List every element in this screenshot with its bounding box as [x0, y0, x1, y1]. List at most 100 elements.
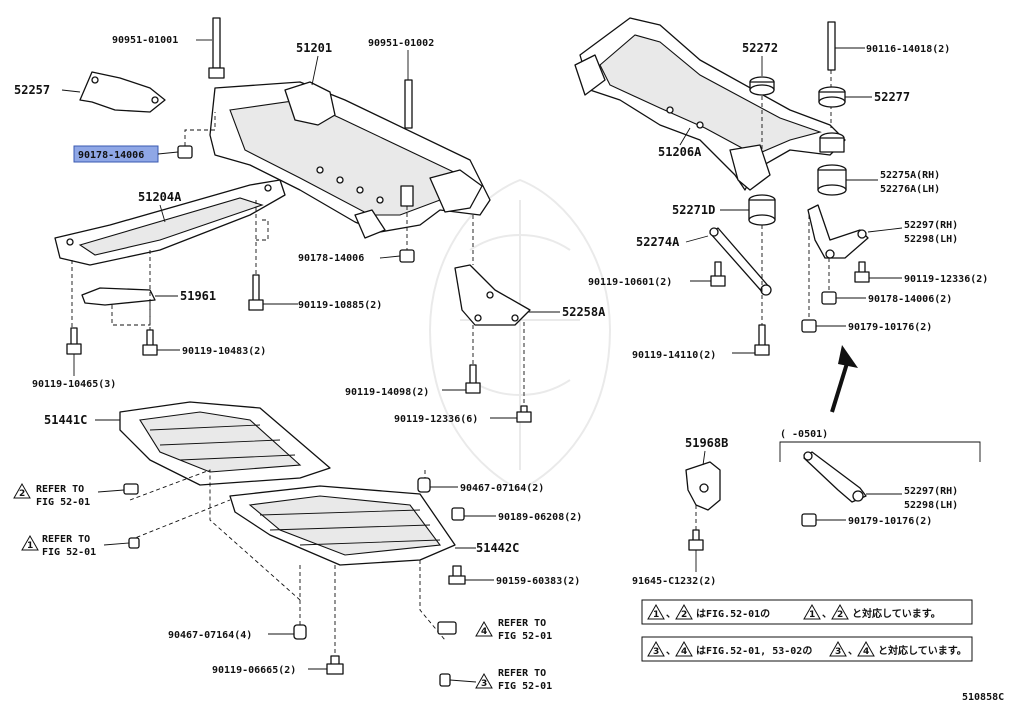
- bolt-90119-10483[interactable]: [142, 329, 158, 356]
- svg-text:REFER TO: REFER TO: [498, 618, 546, 629]
- rear-member-51206A[interactable]: [574, 17, 846, 191]
- clip-90467-07164-4[interactable]: [293, 624, 307, 640]
- bolt-90119-14098[interactable]: [465, 364, 481, 394]
- stud-90951-01001[interactable]: [208, 17, 225, 79]
- arm-52274A[interactable]: [709, 227, 772, 296]
- nut-90178-14006-left[interactable]: [177, 145, 193, 159]
- bolt-90119-06665[interactable]: [326, 655, 344, 675]
- svg-text:はFIG.52-01, 53-02の: はFIG.52-01, 53-02の: [696, 645, 812, 657]
- bushing-52272[interactable]: [749, 76, 775, 96]
- nut-90178-14006-center[interactable]: [399, 185, 415, 263]
- stud-90116-14018[interactable]: [827, 21, 836, 71]
- clip-90467-07164-2[interactable]: [417, 477, 431, 493]
- arm-52297-bottom[interactable]: [803, 451, 867, 503]
- label-90179-10176-bottom: 90179-10176(2): [848, 516, 932, 527]
- label-52298-top: 52298(LH): [904, 234, 958, 245]
- clip-refer-2[interactable]: [123, 483, 139, 495]
- svg-text:4: 4: [481, 627, 487, 637]
- undercover-51442C[interactable]: [229, 485, 456, 566]
- svg-text:2: 2: [837, 610, 843, 620]
- bushing-52275A[interactable]: [817, 132, 847, 196]
- svg-text:FIG 52-01: FIG 52-01: [498, 631, 552, 642]
- label-90116-14018: 90116-14018(2): [866, 44, 950, 55]
- label-90178-14006-2: 90178-14006(2): [868, 294, 952, 305]
- svg-text:と対応しています。: と対応しています。: [852, 607, 941, 620]
- diagram-code: 510858C: [962, 692, 1004, 703]
- label-52272: 52272: [742, 41, 778, 55]
- screw-90159-60383[interactable]: [448, 565, 466, 585]
- plate-51961[interactable]: [81, 287, 156, 306]
- label-90119-10601: 90119-10601(2): [588, 277, 672, 288]
- nut-90178-14006-2[interactable]: [821, 291, 837, 305]
- bolt-90119-14110[interactable]: [754, 324, 770, 356]
- label-51201: 51201: [296, 41, 332, 55]
- refer-3[interactable]: 3 REFER TO FIG 52-01: [475, 668, 552, 692]
- svg-text:、: 、: [848, 646, 858, 657]
- label-52297-bottom: 52297(RH): [904, 486, 958, 497]
- label-90119-12336-2: 90119-12336(2): [904, 274, 988, 285]
- bolt-90119-10885[interactable]: [248, 274, 264, 311]
- label-90119-12336-6: 90119-12336(6): [394, 414, 478, 425]
- label-52297-top: 52297(RH): [904, 220, 958, 231]
- label-52257: 52257: [14, 83, 50, 97]
- label-51442C: 51442C: [476, 541, 519, 555]
- svg-text:3: 3: [835, 647, 841, 657]
- undercover-51441C[interactable]: [119, 401, 331, 486]
- label-90119-10483: 90119-10483(2): [182, 346, 266, 357]
- label-52298-bottom: 52298(LH): [904, 500, 958, 511]
- svg-text:と対応しています。: と対応しています。: [878, 644, 967, 657]
- label-90119-14098: 90119-14098(2): [345, 387, 429, 398]
- label-range: ( -0501): [780, 429, 828, 440]
- label-51206A: 51206A: [658, 145, 702, 159]
- clip-refer-3[interactable]: [439, 673, 451, 687]
- bolt-91645-C1232[interactable]: [688, 529, 704, 551]
- label-52258A: 52258A: [562, 305, 606, 319]
- label-90189-06208: 90189-06208(2): [498, 512, 582, 523]
- svg-text:REFER TO: REFER TO: [36, 484, 84, 495]
- refer-1[interactable]: 1 REFER TO FIG 52-01: [21, 534, 96, 558]
- bracket-52258A[interactable]: [454, 264, 531, 326]
- clip-refer-1[interactable]: [128, 537, 140, 549]
- bolt-90119-10465[interactable]: [66, 327, 82, 355]
- svg-text:2: 2: [681, 610, 687, 620]
- label-90119-10885: 90119-10885(2): [298, 300, 382, 311]
- label-90159-60383: 90159-60383(2): [496, 576, 580, 587]
- label-52271D: 52271D: [672, 203, 715, 217]
- stud-90951-01002[interactable]: [404, 79, 413, 129]
- label-90119-06665: 90119-06665(2): [212, 665, 296, 676]
- arm-52297-top[interactable]: [807, 204, 869, 259]
- nut-90189-06208[interactable]: [451, 507, 465, 521]
- label-51968B: 51968B: [685, 436, 728, 450]
- bolt-90119-10601[interactable]: [710, 261, 726, 287]
- bracket-51968B[interactable]: [685, 461, 721, 511]
- bolt-90119-12336-6[interactable]: [516, 405, 532, 423]
- svg-text:はFIG.52-01の: はFIG.52-01の: [696, 608, 770, 620]
- label-52276A: 52276A(LH): [880, 184, 940, 195]
- svg-text:1: 1: [653, 610, 659, 620]
- clip-refer-4[interactable]: [437, 621, 457, 635]
- label-90119-14110: 90119-14110(2): [632, 350, 716, 361]
- note-box-2: 3 、 4 はFIG.52-01, 53-02の 3 、 4 と対応しています。: [641, 636, 973, 662]
- label-51441C: 51441C: [44, 413, 87, 427]
- brace-51204A[interactable]: [54, 179, 286, 266]
- svg-text:1: 1: [27, 541, 33, 551]
- refer-4[interactable]: 4 REFER TO FIG 52-01: [475, 618, 552, 642]
- svg-text:REFER TO: REFER TO: [498, 668, 546, 679]
- label-51204A: 51204A: [138, 190, 182, 204]
- refer-2[interactable]: 2 REFER TO FIG 52-01: [13, 482, 90, 508]
- label-90951-01002: 90951-01002: [368, 38, 434, 49]
- crossmember-51201[interactable]: [209, 81, 491, 239]
- bracket-52257[interactable]: [79, 71, 166, 113]
- bolt-90119-12336-2[interactable]: [854, 261, 870, 283]
- watermark-crest: [428, 178, 612, 492]
- nut-90179-10176-top[interactable]: [801, 319, 817, 333]
- svg-text:4: 4: [681, 647, 687, 657]
- bushing-52277[interactable]: [818, 86, 846, 108]
- bushing-52271D[interactable]: [748, 194, 776, 226]
- svg-text:3: 3: [653, 647, 659, 657]
- label-90178-14006-highlighted: 90178-14006: [78, 150, 144, 161]
- label-90178-14006-center: 90178-14006: [298, 253, 364, 264]
- label-91645-C1232: 91645-C1232(2): [632, 576, 716, 587]
- nut-90179-10176-bottom[interactable]: [801, 513, 817, 527]
- label-52274A: 52274A: [636, 235, 680, 249]
